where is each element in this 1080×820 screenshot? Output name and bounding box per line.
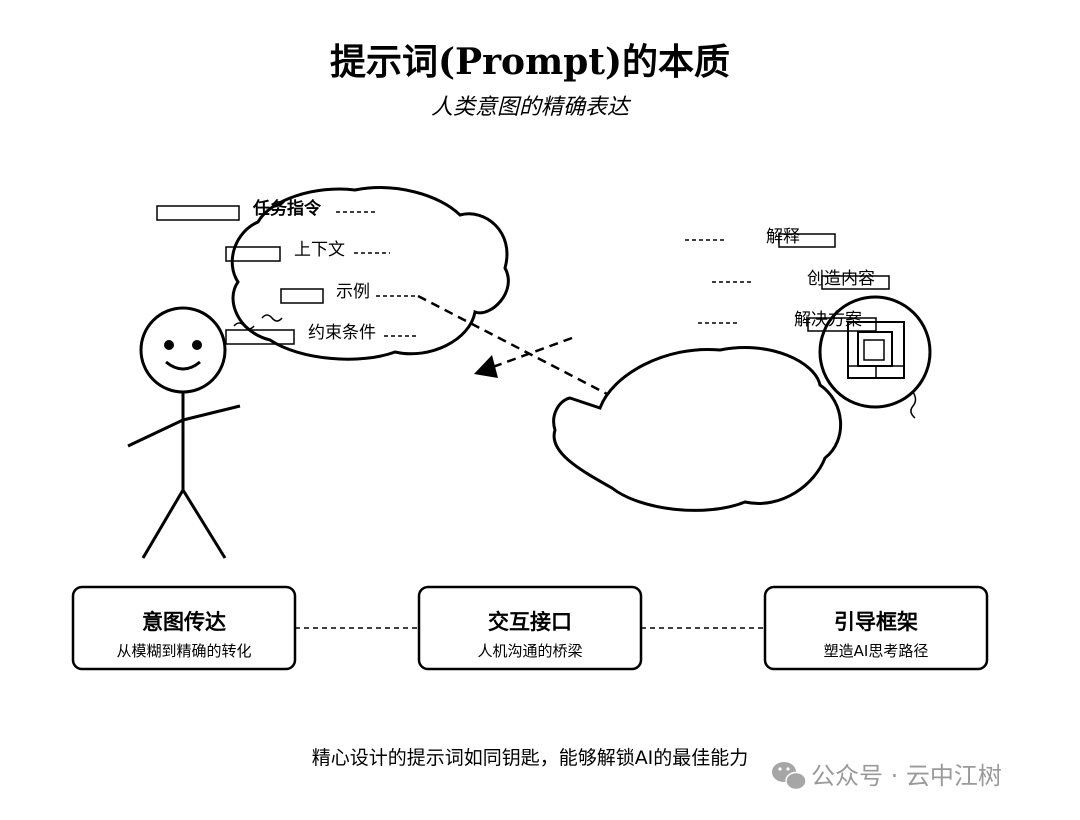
output-item-explain: 解释	[766, 227, 800, 247]
input-item-context: 上下文	[294, 240, 345, 260]
output-item-rect-2	[821, 275, 890, 290]
watermark-text: 公众号 · 云中江树	[811, 762, 1002, 790]
stick-figure-head	[139, 306, 227, 394]
concept-box-interface-title: 交互接口	[488, 609, 572, 634]
output-circle	[818, 295, 932, 419]
concept-box-interface-subtitle: 人机沟通的桥梁	[477, 642, 582, 660]
stick-figure-arm-left	[127, 418, 184, 448]
output-item-create: 创造内容	[807, 269, 875, 289]
diagram-title: 提示词(Prompt)的本质	[330, 41, 730, 83]
wechat-icon	[772, 762, 807, 791]
stick-figure-leg-left	[141, 489, 185, 559]
arrow-ai-to-human	[474, 336, 573, 378]
arrow-head-left	[474, 355, 498, 378]
output-item-solution: 解决方案	[794, 310, 862, 330]
squiggle-3	[910, 391, 917, 419]
squiggle-1	[233, 322, 255, 330]
concept-box-intent: 意图传达 从模糊到精确的转化	[71, 585, 297, 671]
footer-caption: 精心设计的提示词如同钥匙，能够解锁AI的最佳能力	[312, 747, 749, 769]
stick-figure-smile	[165, 360, 201, 371]
wechat-watermark: 公众号 · 云中江树	[772, 762, 1002, 791]
stick-figure-arm-right	[182, 404, 241, 422]
input-item-constraints: 约束条件	[308, 323, 376, 343]
concept-box-intent-subtitle: 从模糊到精确的转化	[116, 642, 251, 660]
input-thought-cloud	[230, 186, 510, 361]
concept-box-framework-subtitle: 塑造AI思考路径	[824, 642, 929, 660]
stick-figure	[127, 306, 241, 559]
diagram-subtitle: 人类意图的精确表达	[431, 95, 632, 120]
squiggle-2	[261, 314, 283, 322]
stick-figure-eye-left	[164, 340, 174, 350]
concept-box-framework-title: 引导框架	[834, 609, 918, 634]
concept-box-intent-title: 意图传达	[142, 609, 226, 634]
stick-figure-leg-right	[181, 489, 227, 559]
stick-figure-eye-right	[192, 340, 202, 350]
input-item-rect-4	[225, 329, 295, 345]
input-item-rect-1	[156, 205, 240, 221]
concept-box-framework: 引导框架 塑造AI思考路径	[763, 585, 989, 671]
input-item-rect-2	[225, 246, 281, 262]
input-item-task: 任务指令	[252, 198, 322, 219]
output-item-decorations	[685, 233, 890, 332]
input-item-rect-3	[280, 288, 324, 304]
input-item-decorations	[156, 205, 418, 345]
output-item-rect-3	[807, 317, 877, 332]
output-item-rect-1	[778, 233, 836, 248]
concept-box-interface: 交互接口 人机沟通的桥梁	[417, 585, 643, 671]
ai-cloud	[552, 346, 842, 512]
input-item-example: 示例	[336, 282, 370, 302]
